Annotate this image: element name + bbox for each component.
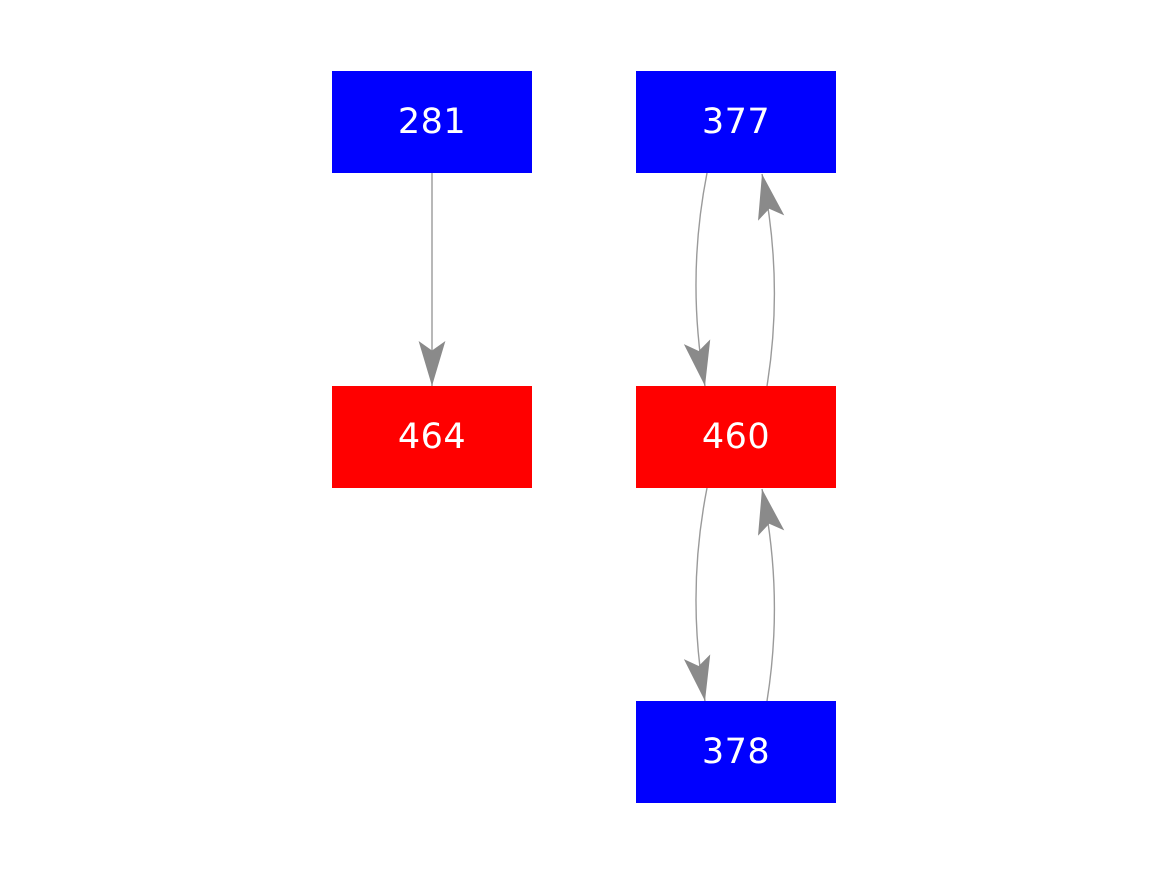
node-label: 281 bbox=[397, 101, 467, 142]
node-378: 378 bbox=[636, 701, 836, 803]
node-label: 377 bbox=[701, 101, 771, 142]
node-460: 460 bbox=[636, 386, 836, 488]
edge-377-to-460 bbox=[683, 172, 711, 387]
node-464: 464 bbox=[332, 386, 532, 488]
edge-378-to-460 bbox=[758, 488, 785, 702]
node-281: 281 bbox=[332, 71, 532, 173]
edge-460-to-377 bbox=[758, 173, 785, 387]
node-377: 377 bbox=[636, 71, 836, 173]
edge-460-to-378 bbox=[683, 487, 711, 702]
node-label: 378 bbox=[701, 731, 771, 772]
node-label: 460 bbox=[701, 416, 771, 457]
node-label: 464 bbox=[397, 416, 467, 457]
